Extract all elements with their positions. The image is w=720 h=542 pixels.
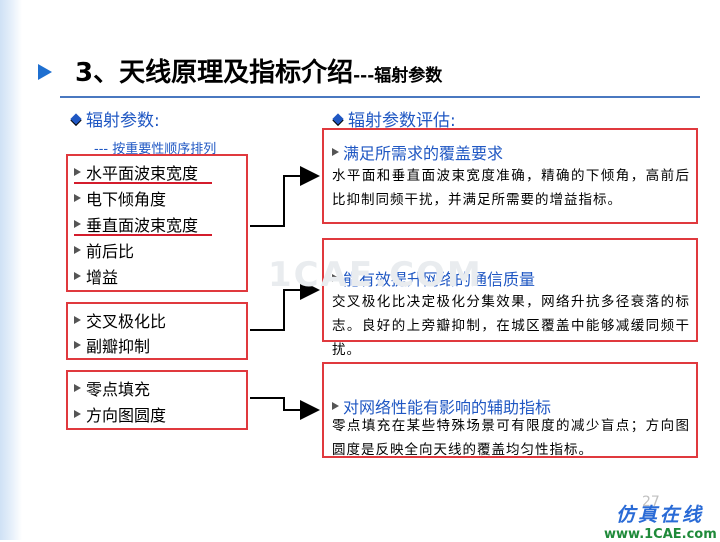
bullet-arrow-icon [74, 272, 81, 280]
title-divider [60, 96, 700, 98]
bullet-arrow-icon [74, 246, 81, 254]
slide-title-main: 3、天线原理及指标介绍 [75, 58, 354, 88]
bullet-arrow-icon [74, 168, 81, 176]
param-item: 增益 [74, 264, 118, 288]
bullet-arrow-icon [74, 316, 81, 324]
highlight-underline [74, 234, 212, 236]
eval-title: 满足所需求的覆盖要求 [332, 140, 503, 164]
eval-title: 对网络性能有影响的辅助指标 [332, 394, 551, 418]
left-section-heading: 辐射参数: [70, 106, 160, 131]
left-decorative-strip [0, 0, 22, 540]
eval-description: 零点填充在某些特殊场景可有限度的减少盲点；方向图圆度是反映全向天线的覆盖均匀性指… [332, 418, 690, 458]
brand-name: 仿真在线 [615, 504, 704, 526]
param-group-secondary [66, 302, 248, 360]
bullet-arrow-icon [74, 220, 81, 228]
order-note: --- 按重要性顺序排列 [94, 142, 217, 157]
watermark: 1CAE.COM [268, 255, 483, 295]
bullet-arrow-icon [74, 341, 81, 349]
left-heading-text: 辐射参数: [86, 111, 160, 131]
param-group-primary [66, 154, 248, 292]
brand-url: www.1CAE.com [604, 527, 717, 542]
brand-logo: 仿真在线 www.1CAE.com [604, 500, 717, 542]
right-section-heading: 辐射参数评估: [332, 106, 456, 131]
slide-title-sub: ---辐射参数 [353, 66, 443, 86]
param-item: 副瓣抑制 [74, 333, 150, 357]
bullet-arrow-icon [74, 410, 81, 418]
right-heading-text: 辐射参数评估: [348, 111, 456, 131]
eval-title: 能有效提升网络的通信质量 [332, 266, 535, 290]
param-group-auxiliary [66, 370, 248, 430]
eval-description: 水平面和垂直面波束宽度准确，精确的下倾角，高前后比抑制同频干扰，并满足所需要的增… [332, 168, 690, 208]
param-item: 交叉极化比 [74, 308, 166, 332]
slide-title: 3、天线原理及指标介绍---辐射参数 [75, 52, 442, 89]
param-item: 前后比 [74, 238, 134, 262]
connector-arrow-2 [250, 280, 320, 331]
eval-box-coverage [322, 128, 698, 224]
title-arrow-icon [38, 64, 52, 80]
connector-arrow-1 [250, 166, 320, 227]
connector-arrow-3 [250, 397, 320, 420]
eval-box-quality [322, 238, 698, 342]
bullet-arrow-icon [332, 402, 339, 410]
param-item: 电下倾角度 [74, 186, 166, 210]
param-item: 水平面波束宽度 [74, 160, 198, 184]
eval-box-auxiliary [322, 362, 698, 458]
eval-description: 交叉极化比决定极化分集效果，网络升抗多径衰落的标志。良好的上旁瓣抑制，在城区覆盖… [332, 294, 690, 358]
page-number: 27 [642, 494, 660, 510]
param-item: 垂直面波束宽度 [74, 212, 198, 236]
bullet-arrow-icon [74, 384, 81, 392]
bullet-arrow-icon [332, 274, 339, 282]
bullet-arrow-icon [74, 194, 81, 202]
param-item: 方向图圆度 [74, 402, 166, 426]
highlight-underline [74, 182, 212, 184]
param-item: 零点填充 [74, 376, 150, 400]
bullet-arrow-icon [332, 148, 339, 156]
